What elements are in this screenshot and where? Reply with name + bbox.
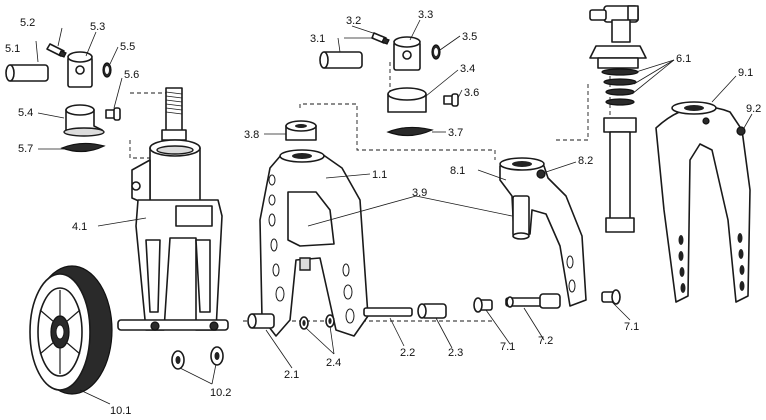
part-6-1-washer-b (603, 78, 637, 86)
callout-3-4: 3.4 (460, 63, 475, 75)
callout-3-5: 3.5 (462, 31, 477, 43)
part-5-3-clamp-body (67, 51, 93, 88)
callout-7-1-right: 7.1 (624, 321, 639, 333)
part-6-1-washer-a (601, 68, 639, 76)
part-5-2-screw (46, 43, 67, 58)
part-3-8-bearing (285, 120, 317, 141)
callout-6-1: 6.1 (676, 53, 691, 65)
callout-2-2: 2.2 (400, 347, 415, 359)
callout-7-1-left: 7.1 (500, 341, 515, 353)
part-3-3-clamp-body (393, 36, 421, 71)
callout-4-1: 4.1 (72, 221, 87, 233)
stem-head (589, 5, 639, 43)
callout-8-1: 8.1 (450, 165, 465, 177)
part-8-2-screw (536, 169, 546, 179)
part-7-1-bolt-a (473, 297, 493, 313)
callout-5-2: 5.2 (20, 17, 35, 29)
part-7-axle-group (473, 289, 621, 313)
part-10-2-washers (171, 346, 224, 370)
callout-5-1: 5.1 (5, 43, 20, 55)
callout-7-2: 7.2 (538, 335, 553, 347)
part-3-4-collar (387, 87, 427, 113)
part-9-2-screw (736, 126, 746, 136)
part-7-1-bolt-b (601, 289, 621, 305)
part-1-1-fork (259, 149, 369, 337)
part-3-clamp-group (285, 32, 459, 141)
part-5-7-spring-washer (60, 142, 106, 153)
callout-2-3: 2.3 (448, 347, 463, 359)
callout-5-4: 5.4 (18, 107, 33, 119)
callout-10-1: 10.1 (110, 405, 131, 417)
callout-3-6: 3.6 (464, 87, 479, 99)
part-10-1-wheel (29, 265, 113, 395)
callout-labels: 5.2 5.3 5.1 5.5 5.6 5.4 5.7 4.1 3.2 3.3 … (5, 9, 761, 417)
callout-3-8: 3.8 (244, 129, 259, 141)
part-3-2-screw (371, 32, 390, 45)
part-3-7-spring-washer (386, 126, 434, 137)
part-9-1-fork (655, 101, 751, 303)
callout-5-3: 5.3 (90, 21, 105, 33)
callout-2-1: 2.1 (284, 369, 299, 381)
callout-3-1: 3.1 (310, 33, 325, 45)
part-3-6-bolt (443, 93, 459, 107)
callout-3-9: 3.9 (412, 187, 427, 199)
callout-2-4: 2.4 (326, 357, 341, 369)
callout-3-2: 3.2 (346, 15, 361, 27)
part-6-stem-stack (589, 5, 647, 233)
callout-3-7: 3.7 (448, 127, 463, 139)
part-4-1-fork (117, 87, 229, 331)
leader-lines (35, 19, 753, 405)
part-6-1-washer-c (605, 88, 635, 96)
part-8-1-fork (499, 157, 587, 307)
callout-3-3: 3.3 (418, 9, 433, 21)
part-5-6-bolt (105, 107, 121, 121)
callout-10-2: 10.2 (210, 387, 231, 399)
callout-9-2: 9.2 (746, 103, 761, 115)
callout-8-2: 8.2 (578, 155, 593, 167)
part-7-2-axle (505, 293, 561, 309)
part-2-spacers (247, 303, 447, 330)
callout-1-1: 1.1 (372, 169, 387, 181)
callout-5-5: 5.5 (120, 41, 135, 53)
part-2-2-axle (363, 307, 413, 317)
part-5-clamp-group (5, 43, 121, 153)
callout-5-6: 5.6 (124, 69, 139, 81)
part-5-4-collar (63, 104, 105, 137)
callout-5-7: 5.7 (18, 143, 33, 155)
callout-9-1: 9.1 (738, 67, 753, 79)
